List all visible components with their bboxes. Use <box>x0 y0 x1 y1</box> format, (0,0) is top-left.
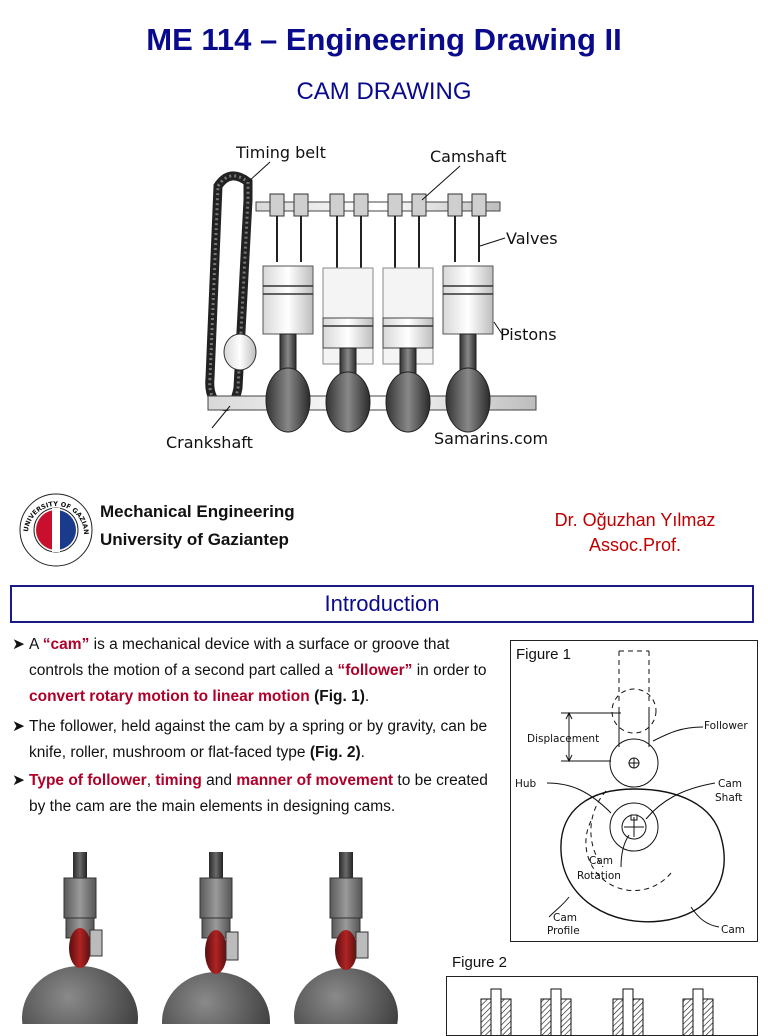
fig1-label-cam-shaft-1: Cam <box>718 778 742 790</box>
fig1-label-cam-rotation-2: Rotation <box>577 870 621 882</box>
figure-1-frame <box>510 640 758 942</box>
section-heading: Introduction <box>10 585 754 623</box>
roller-followers-3d-render <box>22 852 398 1024</box>
figure-2-frame <box>446 976 758 1036</box>
author-title: Assoc.Prof. <box>588 535 682 555</box>
author-name: Dr. Oğuzhan Yılmaz <box>554 510 716 530</box>
label-crankshaft: Crankshaft <box>166 433 253 452</box>
affiliation-university: University of Gaziantep <box>100 530 289 549</box>
slide-subtitle: CAM DRAWING <box>296 78 472 105</box>
figure-2-label: Figure 2 <box>452 954 508 971</box>
bullet-follower-types: ➤ The follower, held against the cam by … <box>12 714 500 766</box>
section-title: Introduction <box>324 591 440 616</box>
figure-1-cam-diagram: Displacement Follower Hub Cam Shaft Cam … <box>515 650 748 937</box>
bullet-cam-definition: ➤ A “cam” is a mechanical device with a … <box>12 632 500 710</box>
bullet-arrow-icon: ➤ <box>12 772 25 789</box>
label-pistons: Pistons <box>500 325 557 344</box>
roller-follower-3 <box>294 852 398 1024</box>
university-logo: UNIVERSITY OF GAZIANTEP <box>18 492 93 567</box>
figure-2-follower-types <box>480 988 714 1035</box>
fig1-label-displacement: Displacement <box>527 733 599 745</box>
affiliation-department: Mechanical Engineering <box>100 502 295 521</box>
label-timing-belt: Timing belt <box>235 143 326 162</box>
fig1-label-cam: Cam <box>721 924 745 936</box>
bullet-design-elements: ➤ Type of follower, timing and manner of… <box>12 768 500 820</box>
slide-title: ME 114 – Engineering Drawing II <box>146 22 622 57</box>
figure-1-label: Figure 1 <box>516 646 572 663</box>
bullet-arrow-icon: ➤ <box>12 636 25 653</box>
fig1-label-cam-profile-1: Cam <box>553 912 577 924</box>
fig1-label-cam-profile-2: Profile <box>547 925 580 937</box>
engine-illustration: Timing belt Camshaft Valves Pistons Cran… <box>166 143 558 452</box>
fig1-label-follower: Follower <box>704 720 748 732</box>
label-credit: Samarins.com <box>434 429 548 448</box>
bullet-arrow-icon: ➤ <box>12 718 25 735</box>
roller-follower-1 <box>22 852 138 1024</box>
label-valves: Valves <box>506 229 558 248</box>
fig1-label-hub: Hub <box>515 778 537 790</box>
roller-follower-2 <box>162 852 270 1024</box>
label-camshaft: Camshaft <box>430 147 506 166</box>
fig1-label-cam-rotation-1: Cam <box>589 855 613 867</box>
fig1-label-cam-shaft-2: Shaft <box>715 792 742 804</box>
